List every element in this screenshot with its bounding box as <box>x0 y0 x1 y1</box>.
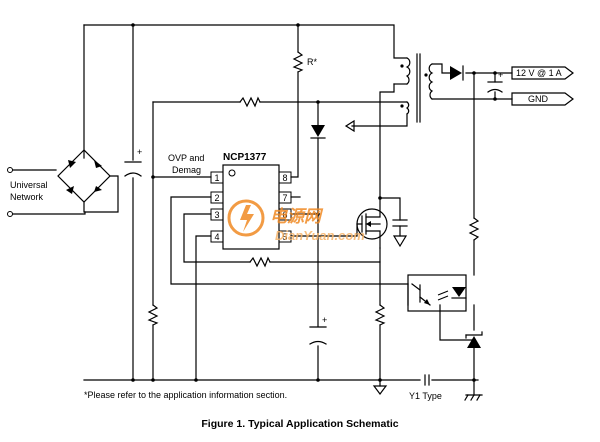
pin-5: 5 <box>282 232 287 242</box>
controller-ic: NCP1377 1 2 3 4 8 7 6 5 <box>210 152 292 250</box>
ovp-label-line1: OVP and <box>168 153 204 163</box>
bulk-cap-plus: + <box>137 147 142 157</box>
pin-3: 3 <box>214 210 219 220</box>
bridge-rectifier <box>57 149 119 213</box>
out-cap-plus: + <box>498 70 503 80</box>
diodes <box>310 65 483 348</box>
input-label-line2: Network <box>10 192 44 202</box>
input-label-line1: Universal <box>10 180 48 190</box>
ground-symbols <box>344 119 483 401</box>
watermark-cn: 电源网 <box>270 207 324 226</box>
pin-1: 1 <box>214 173 219 183</box>
plug-logo-icon <box>240 205 254 232</box>
figure-caption: Figure 1. Typical Application Schematic <box>201 418 398 430</box>
gnd-label: GND <box>528 94 549 104</box>
transformer <box>393 53 434 123</box>
pin-4: 4 <box>214 232 219 242</box>
watermark-en: DianYuan.com <box>275 228 365 243</box>
input-terminals: Universal Network <box>7 167 86 217</box>
resistors: R* <box>147 51 480 326</box>
mosfet <box>356 197 388 249</box>
y1-label: Y1 Type <box>409 391 442 401</box>
junction-dots <box>131 23 497 382</box>
pin-8: 8 <box>282 173 287 183</box>
vout-label: 12 V @ 1 A <box>516 68 562 78</box>
watermark: 电源网 DianYuan.com <box>227 199 365 243</box>
optocoupler <box>407 274 467 312</box>
pin-6: 6 <box>282 210 287 220</box>
chip-name: NCP1377 <box>223 152 267 163</box>
vcc-cap-plus: + <box>322 315 327 325</box>
capacitors: + + <box>309 70 503 345</box>
footnote: *Please refer to the application informa… <box>84 390 287 400</box>
pin-2: 2 <box>214 193 219 203</box>
pin-7: 7 <box>282 193 287 203</box>
ovp-label-line2: Demag <box>172 165 201 175</box>
r-star-label: R* <box>307 57 317 67</box>
bulk-capacitor: + <box>124 147 142 177</box>
output-terminals: 12 V @ 1 A GND <box>511 66 574 106</box>
